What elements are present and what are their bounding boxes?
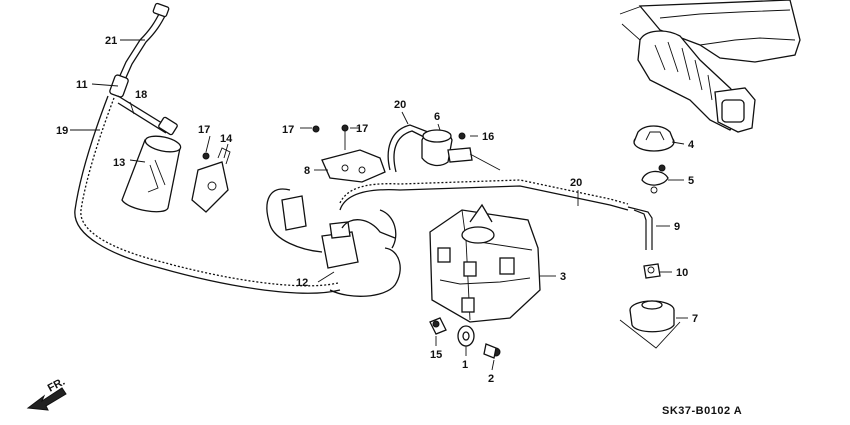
callout-1: 1 (462, 359, 468, 371)
callout-13: 13 (113, 157, 125, 169)
bracket-8 (312, 124, 386, 183)
callout-6: 6 (434, 111, 440, 123)
grommet-1 (457, 325, 475, 347)
callout-17-right: 17 (356, 123, 368, 135)
hose-20 (339, 179, 629, 211)
diaphragm-4 (633, 125, 675, 152)
callout-2: 2 (488, 373, 494, 385)
bolt-15 (429, 317, 447, 335)
front-direction-arrow (26, 387, 67, 411)
drawing-code: SK37-B0102 A (662, 405, 742, 417)
callout-17-mid: 17 (282, 124, 294, 136)
solenoid-valve-12 (266, 188, 401, 297)
control-valve-6 (387, 124, 501, 173)
callout-18: 18 (135, 89, 147, 101)
hose-19 (74, 95, 341, 294)
callout-8: 8 (304, 165, 310, 177)
callout-10: 10 (676, 267, 688, 279)
tank-3 (429, 203, 541, 323)
callout-11: 11 (76, 79, 88, 91)
plug-10 (643, 263, 661, 279)
callout-20-upper: 20 (394, 99, 406, 111)
bolt-2 (483, 343, 501, 359)
clip-5 (641, 164, 669, 194)
callout-7: 7 (692, 313, 698, 325)
callout-9: 9 (674, 221, 680, 233)
callout-20-lower: 20 (570, 177, 582, 189)
callout-4: 4 (688, 139, 695, 151)
canister-13 (121, 135, 182, 213)
pipe-21 (117, 2, 170, 83)
callout-16: 16 (482, 131, 494, 143)
callout-5: 5 (688, 175, 694, 187)
tube-18 (117, 95, 178, 136)
leader-lines (70, 39, 688, 371)
callout-15: 15 (430, 349, 442, 361)
pipe-9 (627, 206, 653, 250)
callout-17-left: 17 (198, 124, 210, 136)
callout-19: 19 (56, 125, 68, 137)
callout-3: 3 (560, 271, 566, 283)
callout-14: 14 (220, 133, 233, 145)
bracket-14 (191, 147, 231, 213)
callout-12: 12 (296, 277, 308, 289)
cap-7 (619, 300, 681, 349)
air-cleaner-assembly (619, 0, 801, 133)
joint-11 (109, 74, 129, 98)
callout-21: 21 (105, 35, 117, 47)
